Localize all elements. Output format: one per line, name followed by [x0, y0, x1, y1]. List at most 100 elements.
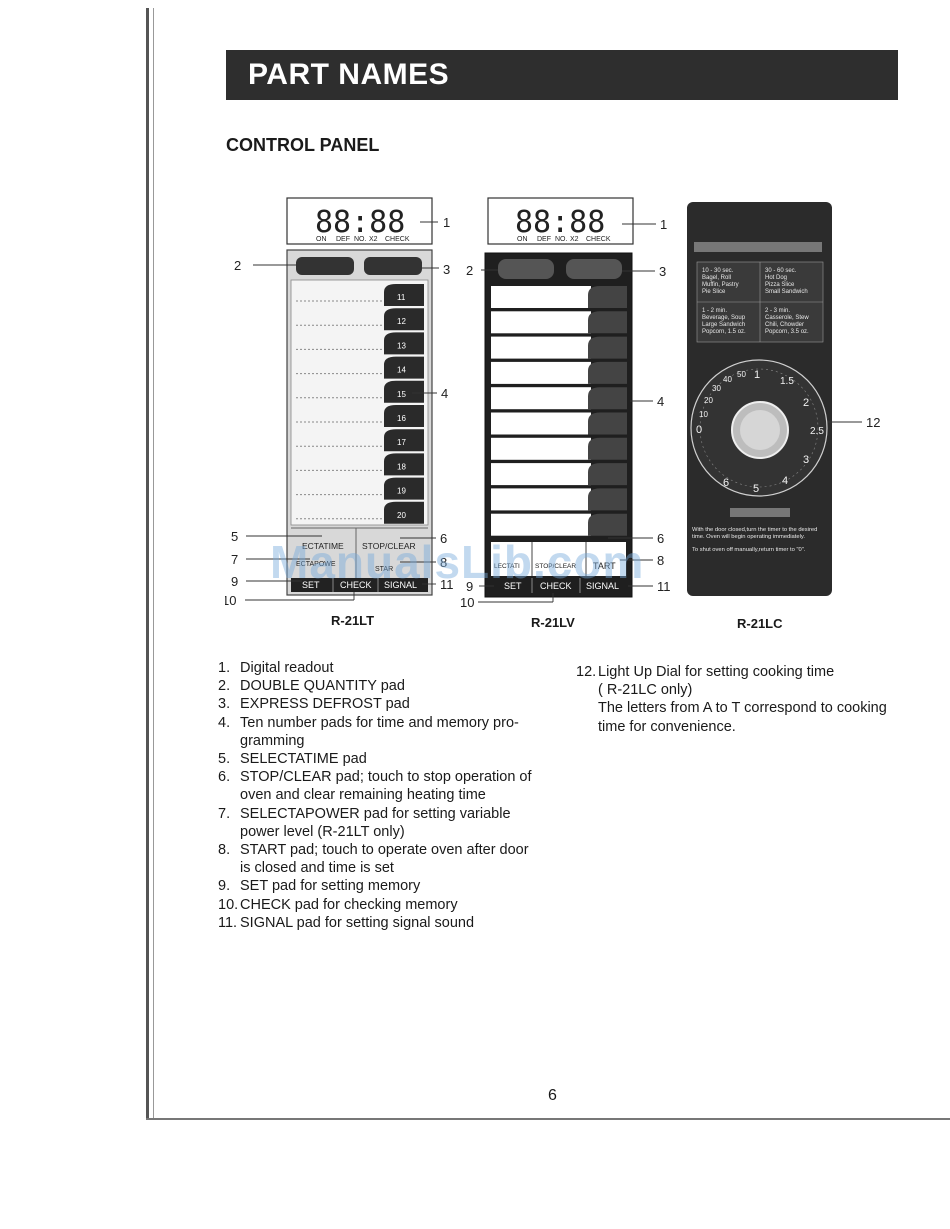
- callout-4-lv: 4: [657, 394, 664, 409]
- legend-item: 11.SIGNAL pad for setting signal sound: [218, 914, 548, 932]
- number-pad[interactable]: [384, 453, 424, 476]
- set-pad-lv[interactable]: SET: [504, 581, 522, 591]
- number-pad-label: 14: [397, 366, 406, 375]
- svg-text:Casserole, Stew: Casserole, Stew: [765, 315, 809, 321]
- legend-item-number: 1.: [218, 660, 231, 676]
- svg-text:Muffin, Pastry: Muffin, Pastry: [702, 282, 739, 288]
- dial-instruction-1: With the door closed,turn the timer to t…: [692, 527, 818, 540]
- number-pad[interactable]: [384, 284, 424, 306]
- legend-item-text: gramming: [240, 732, 305, 749]
- callout-6-lv: 6: [657, 531, 664, 546]
- number-pad[interactable]: [588, 488, 627, 511]
- legend-item: 4.Ten number pads for time and memory pr…: [218, 714, 548, 732]
- number-pad[interactable]: [384, 380, 424, 403]
- svg-text:2 - 3 min.: 2 - 3 min.: [765, 308, 790, 314]
- pad-label-strip: [491, 437, 591, 460]
- number-pad[interactable]: [384, 405, 424, 427]
- callout-9-lt: 9: [231, 574, 238, 589]
- legend-item-number: 11.: [218, 914, 238, 931]
- model-label-lc: R-21LC: [737, 616, 783, 631]
- selectatime-pad-lt[interactable]: ECTATIME: [302, 541, 344, 551]
- legend-item: 6.STOP/CLEAR pad; touch to stop operatio…: [218, 768, 548, 786]
- signal-pad-lv[interactable]: SIGNAL: [586, 581, 619, 591]
- number-pad[interactable]: [384, 429, 424, 452]
- stop-clear-pad-lv[interactable]: STOP/CLEAR: [535, 563, 576, 570]
- callout-2-lv: 2: [466, 263, 473, 278]
- set-pad-lt[interactable]: SET: [302, 580, 320, 590]
- number-pad[interactable]: [588, 387, 627, 410]
- number-pad-label: 18: [397, 462, 406, 471]
- svg-text:NO.: NO.: [555, 236, 568, 243]
- check-pad-lv[interactable]: CHECK: [540, 581, 572, 591]
- legend-item: ( R-21LC only): [576, 681, 906, 699]
- legend-item: time for convenience.: [576, 718, 906, 736]
- svg-text:1: 1: [754, 369, 760, 381]
- legend-item-text: time for convenience.: [598, 718, 736, 735]
- start-pad-lv[interactable]: TART: [593, 561, 616, 571]
- callout-8-lt: 8: [440, 555, 447, 570]
- start-pad-lt[interactable]: STAR: [375, 566, 393, 573]
- number-pad[interactable]: [588, 513, 627, 536]
- number-pad[interactable]: [588, 336, 627, 359]
- model-label-lt: R-21LT: [331, 613, 375, 628]
- svg-text:10 - 30 sec.: 10 - 30 sec.: [702, 268, 734, 274]
- number-pad[interactable]: [384, 308, 424, 331]
- svg-text:Small Sandwich: Small Sandwich: [765, 289, 808, 295]
- number-pad-label: 12: [397, 317, 406, 326]
- number-pad[interactable]: [588, 437, 627, 460]
- svg-text:X2: X2: [369, 236, 378, 243]
- pad-label-strip: [491, 336, 591, 359]
- panel-r21lc: 10 - 30 sec. Bagel, Roll Muffin, Pastry …: [687, 202, 832, 596]
- legend-item-text: The letters from A to T correspond to co…: [598, 700, 887, 717]
- legend-item-text: STOP/CLEAR pad; touch to stop operation …: [240, 769, 532, 786]
- express-defrost-pad-lv[interactable]: [566, 259, 622, 279]
- signal-pad-lt[interactable]: SIGNAL: [384, 580, 417, 590]
- legend-item: 2.DOUBLE QUANTITY pad: [218, 677, 548, 695]
- svg-text:1 - 2 min.: 1 - 2 min.: [702, 308, 727, 314]
- callout-11-lv: 11: [657, 579, 671, 594]
- number-pad[interactable]: [384, 332, 424, 355]
- number-pad[interactable]: [588, 412, 627, 435]
- model-label-lv: R-21LV: [531, 615, 575, 630]
- number-pad[interactable]: [588, 286, 627, 308]
- display-indicators-lt: ON DEF NO. X2 CHECK: [316, 236, 410, 243]
- svg-text:NO.: NO.: [354, 236, 367, 243]
- legend-item-text: power level (R-21LT only): [240, 823, 405, 840]
- svg-text:ON: ON: [517, 236, 528, 243]
- number-pad[interactable]: [384, 477, 424, 500]
- svg-text:1.5: 1.5: [780, 376, 794, 387]
- selectapower-pad-lt[interactable]: ECTAPOWE: [296, 561, 336, 568]
- legend-item-number: 10.: [218, 896, 239, 913]
- svg-text:30: 30: [712, 384, 721, 393]
- svg-text:CHECK: CHECK: [385, 236, 410, 243]
- display-digits-lt: 88:88: [315, 205, 405, 240]
- express-defrost-pad-lt[interactable]: [364, 257, 422, 275]
- number-pad[interactable]: [384, 356, 424, 379]
- number-pad-label: 17: [397, 438, 406, 447]
- check-pad-lt[interactable]: CHECK: [340, 580, 372, 590]
- number-pad[interactable]: [588, 311, 627, 334]
- callout-leader-lines: [245, 221, 862, 603]
- selectatime-pad-lv[interactable]: LECTATI: [494, 563, 520, 570]
- svg-text:DEF: DEF: [336, 236, 350, 243]
- page-binding-edge: [146, 8, 149, 1118]
- pad-label-strip: [491, 513, 591, 536]
- number-pad[interactable]: [384, 501, 424, 524]
- legend-item: oven and clear remaining heating time: [218, 786, 548, 804]
- number-pad[interactable]: [588, 361, 627, 384]
- page-title: PART NAMES: [248, 58, 450, 91]
- stop-clear-pad-lt[interactable]: STOP/CLEAR: [362, 541, 416, 551]
- legend-item-text: Ten number pads for time and memory pro-: [240, 714, 519, 731]
- callout-5: 5: [231, 529, 238, 544]
- legend-item-text: SET pad for setting memory: [240, 878, 421, 895]
- legend-item: is closed and time is set: [218, 859, 548, 877]
- double-quantity-pad-lt[interactable]: [296, 257, 354, 275]
- legend-item-number: 2.: [218, 678, 231, 695]
- legend-item-text: EXPRESS DEFROST pad: [240, 696, 410, 713]
- number-pad-label: 15: [397, 390, 406, 399]
- pad-label-strip: [491, 361, 591, 384]
- number-pad[interactable]: [588, 463, 627, 486]
- pad-label-strip: [491, 286, 591, 308]
- double-quantity-pad-lv[interactable]: [498, 259, 554, 279]
- svg-text:Chili, Chowder: Chili, Chowder: [765, 322, 804, 328]
